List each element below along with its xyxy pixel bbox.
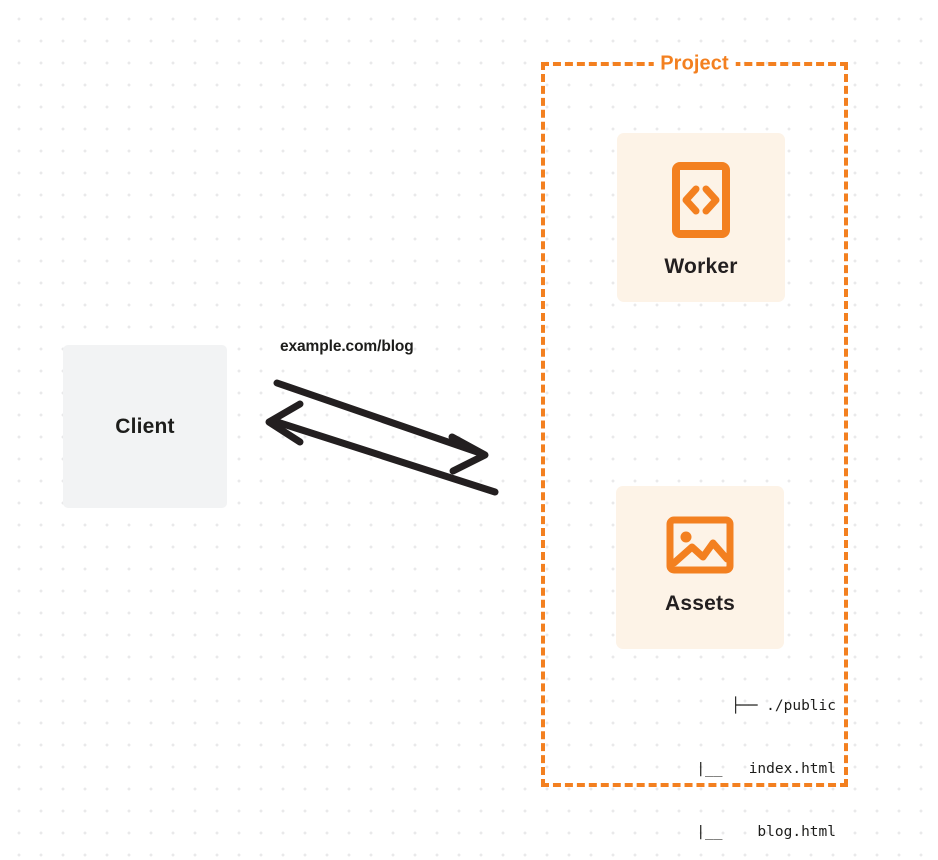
tree-row: |__ index.html [696, 761, 836, 777]
worker-label: Worker [664, 255, 738, 278]
worker-card[interactable]: Worker [617, 133, 785, 302]
connection-label: example.com/blog [280, 338, 414, 355]
assets-card[interactable]: Assets [616, 486, 784, 649]
image-icon [666, 516, 734, 574]
client-label: Client [115, 414, 175, 438]
assets-label: Assets [664, 592, 736, 615]
code-file-icon [672, 162, 730, 238]
project-group: Project Worker Assets ├── ./public |__ i… [541, 52, 848, 840]
client-node: Client [63, 345, 227, 508]
response-arrow [265, 400, 499, 496]
project-title: Project [653, 52, 736, 76]
tree-row: |__ blog.html [696, 824, 836, 840]
tree-row: ├── ./public [731, 698, 836, 714]
request-arrow [273, 379, 489, 475]
assets-file-tree: ├── ./public |__ index.html |__ blog.htm… [591, 654, 836, 860]
